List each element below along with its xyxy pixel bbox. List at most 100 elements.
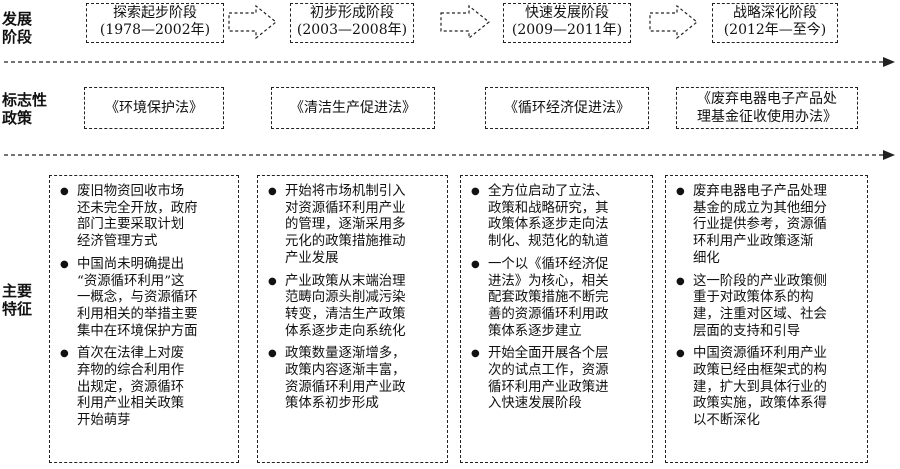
feature-text-line: 产业政策从末端治理: [285, 273, 406, 289]
feature-text-line: 经济管理方式: [77, 234, 158, 250]
policy-box: 《环境保护法》: [84, 87, 224, 129]
policy-box: 《循环经济促进法》: [485, 87, 649, 129]
row-label-policy-line: 政策: [2, 109, 33, 127]
feature-text-line: 建，扩大到具体行业的: [693, 379, 827, 395]
policy-box: 《清洁生产促进法》: [271, 87, 435, 129]
feature-text-line: 利用产业相关政策: [77, 396, 185, 412]
feature-text-line: 全方位启动了立法、: [488, 184, 609, 199]
feature-text-line: 重于对政策体系的构: [693, 290, 814, 306]
feature-text-line: 政策数量逐渐增多，: [285, 346, 406, 362]
feature-text-line: 开始将市场机制引入: [285, 184, 406, 199]
feature-text-line: 善的资源循环利用政: [488, 306, 609, 322]
feature-text-line: 政策已经由框架式的构: [693, 363, 827, 379]
row-label-features-line: 主要: [2, 282, 33, 300]
stage-period: (2003—2008年): [296, 22, 408, 38]
feature-text-line: 政策和战略研究，其: [488, 200, 609, 216]
feature-box: 废弃电器电子产品处理基金的成立为其他细分行业提供参考，资源循环利用产业政策逐渐细…: [665, 175, 868, 463]
feature-box: 开始将市场机制引入对资源循环利用产业的管理，逐渐采用多元化的政策措施推动产业发展…: [257, 175, 448, 463]
stage-box: 快速发展阶段 (2009—2011年): [503, 3, 631, 43]
feature-text-line: 配套政策措施不断完: [488, 290, 609, 306]
feature-text-line: 转变，清洁生产政策: [285, 306, 406, 322]
feature-text-line: 政策实施，政策体系得: [693, 396, 827, 412]
feature-text-line: 入快速发展阶段: [488, 396, 582, 412]
feature-text-line: 基金的成立为其他细分: [693, 200, 827, 216]
feature-text-line: 中国资源循环利用产业: [693, 346, 827, 362]
feature-text-line: 细化: [693, 250, 720, 266]
feature-item: 中国资源循环利用产业政策已经由框架式的构建，扩大到具体行业的政策实施，政策体系得…: [676, 346, 859, 430]
policy-text: 理基金征收使用办法》: [697, 109, 837, 125]
feature-text-line: 出规定，资源循环: [77, 379, 185, 395]
policy-text: 《环境保护法》: [105, 100, 203, 116]
stage-name: 探索起步阶段: [113, 5, 197, 21]
feature-text-line: 策体系逐步建立: [488, 323, 582, 339]
stage-arrow-1: [228, 4, 277, 40]
stage-period: (1978—2002年): [99, 22, 211, 38]
feature-text-line: 产业发展: [285, 250, 339, 266]
feature-text-line: 首次在法律上对废: [77, 346, 185, 362]
feature-text-line: 弃物的综合利用作: [77, 363, 185, 379]
stage-box: 战略深化阶段 (2012年—至今): [712, 3, 838, 43]
row-label-stage: 发展 阶段: [2, 10, 32, 46]
policy-text: 《循环经济促进法》: [504, 100, 630, 116]
feature-text-line: 利用相关的举措主要: [77, 306, 198, 322]
feature-text-line: 的管理，逐渐采用多: [285, 217, 406, 233]
feature-text-line: 行业提供参考，资源循: [693, 217, 827, 233]
row-label-stage-line: 发展: [2, 10, 33, 28]
row-label-features-line: 特征: [2, 300, 33, 318]
feature-text-line: 环利用产业政策逐渐: [693, 234, 814, 250]
feature-item: 中国尚未明确提出“资源循环利用”这一概念，与资源循环利用相关的举措主要集中在环境…: [60, 257, 230, 341]
stage-period: (2012年—至今): [723, 22, 827, 38]
feature-text-line: 中国尚未明确提出: [77, 256, 185, 272]
feature-item: 一个以《循环经济促进法》为核心，相关配套政策措施不断完善的资源循环利用政策体系逐…: [471, 257, 644, 341]
feature-text-line: 范畴向源头削减污染: [285, 290, 406, 306]
feature-text-line: 开始全面开展各个层: [488, 346, 609, 362]
feature-item: 废弃电器电子产品处理基金的成立为其他细分行业提供参考，资源循环利用产业政策逐渐细…: [676, 184, 859, 268]
feature-text-line: 次的试点工作，资源: [488, 363, 609, 379]
stage-arrow-3: [649, 4, 698, 40]
stage-box: 初步形成阶段 (2003—2008年): [290, 3, 414, 43]
policy-text: 《清洁生产促进法》: [290, 100, 416, 116]
feature-text-line: 元化的政策措施推动: [285, 234, 406, 250]
stage-arrow-2: [440, 4, 490, 40]
feature-text-line: 开始萌芽: [77, 413, 131, 429]
feature-text-line: 这一阶段的产业政策侧: [693, 273, 827, 289]
policy-text: 《废弃电器电子产品处: [697, 91, 837, 107]
policy-box: 《废弃电器电子产品处 理基金征收使用办法》: [676, 87, 858, 129]
row-label-stage-line: 阶段: [2, 28, 33, 46]
feature-text-line: 一个以《循环经济促: [488, 256, 609, 272]
feature-text-line: 废旧物资回收市场: [77, 184, 185, 199]
feature-text-line: 体系逐步走向系统化: [285, 323, 406, 339]
feature-text-line: 对资源循环利用产业: [285, 200, 406, 216]
feature-text-line: 政策内容逐渐丰富，: [285, 363, 406, 379]
feature-text-line: 层面的支持和引导: [693, 323, 801, 339]
feature-text-line: 政策体系逐步走向法: [488, 217, 609, 233]
stage-name: 战略深化阶段: [733, 5, 817, 21]
stage-box: 探索起步阶段 (1978—2002年): [86, 3, 224, 43]
stage-period: (2009—2011年): [511, 22, 623, 38]
row-label-policy-line: 标志性: [2, 91, 48, 109]
stage-name: 快速发展阶段: [525, 5, 609, 21]
feature-text-line: 循环利用产业政策进: [488, 379, 609, 395]
feature-text-line: 还未完全开放，政府: [77, 200, 198, 216]
feature-text-line: 以不断深化: [693, 413, 760, 429]
row-label-features: 主要 特征: [2, 282, 32, 318]
feature-text-line: 进法》为核心，相关: [488, 273, 609, 289]
feature-text-line: 资源循环利用产业政: [285, 379, 406, 395]
feature-text-line: 废弃电器电子产品处理: [693, 184, 827, 199]
feature-text-line: 策体系初步形成: [285, 396, 379, 412]
row-label-policy: 标志性 政策: [2, 91, 47, 127]
feature-text-line: 制化、规范化的轨道: [488, 234, 609, 250]
feature-text-line: “资源循环利用”这: [77, 273, 185, 289]
feature-text-line: 建，注重对区域、社会: [693, 306, 827, 322]
feature-text-line: 集中在环境保护方面: [77, 323, 198, 339]
